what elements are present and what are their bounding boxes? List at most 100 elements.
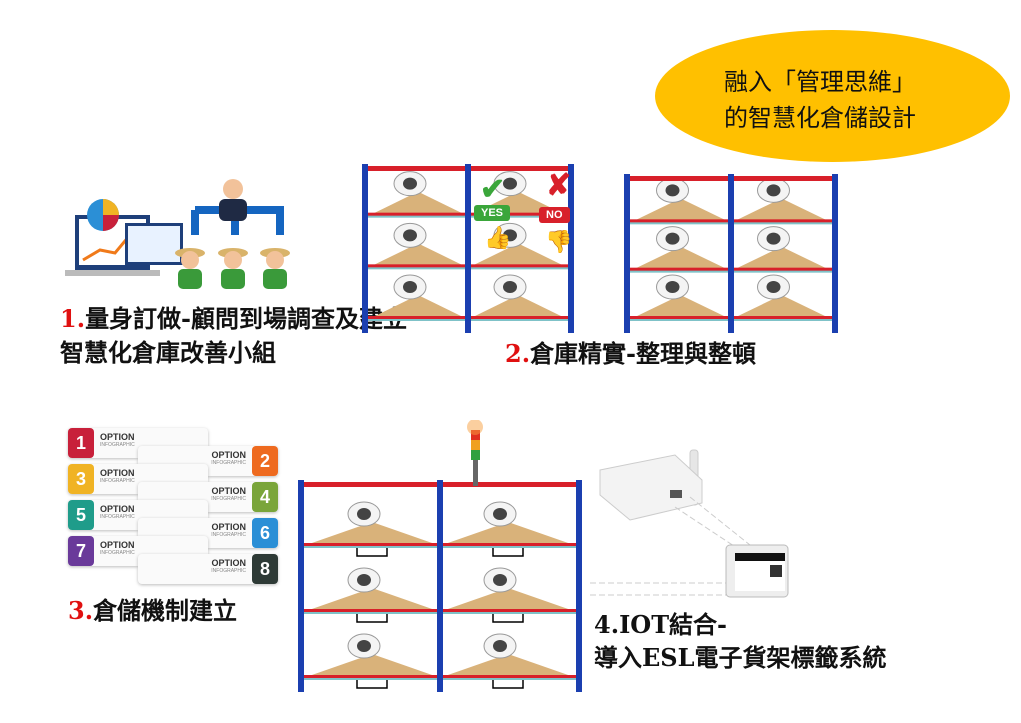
shelf-organized: [624, 174, 838, 333]
step-4-number: 4.: [594, 610, 620, 639]
option-number: 5: [68, 500, 94, 530]
pipe-hole: [493, 508, 507, 520]
pipe-hole: [503, 177, 517, 190]
option-number: 2: [252, 446, 278, 476]
shelf-post: [298, 480, 304, 692]
option-number: 4: [252, 482, 278, 512]
step-3-title: 倉儲機制建立: [93, 596, 238, 625]
sand-pile: [373, 191, 463, 214]
shelf-post: [624, 174, 630, 333]
callout-ellipse: [655, 30, 1010, 162]
pipe-hole: [403, 281, 417, 293]
shelf-post: [362, 164, 368, 333]
step-2-title: 倉庫精實-整理與整頓: [530, 339, 757, 368]
pipe-hole: [357, 508, 371, 520]
signal-tower-light-icon: [467, 420, 483, 486]
callout-line-2: 的智慧化倉儲設計: [724, 104, 916, 132]
thumbs-down-icon: 👎: [545, 230, 573, 255]
cross-icon: ✘: [546, 168, 572, 203]
sand-pile: [635, 295, 726, 317]
callout-line-1: 融入「管理思維」: [724, 68, 916, 96]
option-number: 3: [68, 464, 94, 494]
yes-badge: YES: [474, 205, 511, 221]
manager-avatar: [219, 179, 247, 221]
check-icon: ✔: [480, 172, 506, 207]
shelf-post: [437, 480, 443, 692]
sand-pile: [473, 243, 563, 266]
consultant-team-illustration: [65, 179, 290, 289]
step-2-caption: 2.倉庫精實-整理與整頓: [505, 337, 756, 371]
shelf-post: [568, 164, 574, 333]
esl-tag-device: [725, 544, 789, 598]
no-badge: NO: [539, 207, 570, 223]
pipe-hole: [357, 574, 371, 586]
sand-pile: [373, 243, 463, 266]
step-4-caption: 4.IOT結合- 導入ESL電子貨架標籤系統: [594, 608, 887, 674]
pie-chart-icon: [87, 199, 119, 231]
pipe-hole: [503, 229, 517, 242]
step-4-subtitle: 導入ESL電子貨架標籤系統: [594, 643, 887, 672]
option-number: 8: [252, 554, 278, 584]
option-number: 6: [252, 518, 278, 548]
sand-pile: [309, 588, 435, 610]
sand-pile: [445, 588, 571, 610]
pipe-hole: [766, 281, 781, 293]
shelf-post: [465, 164, 471, 333]
sand-pile: [736, 295, 827, 317]
step-2-number: 2.: [505, 339, 531, 368]
shelf-messy: [362, 164, 574, 333]
shelf-post: [576, 480, 582, 692]
callout-text: 融入「管理思維」 的智慧化倉儲設計: [724, 64, 916, 136]
sand-pile: [736, 246, 827, 269]
pipe-hole: [493, 574, 507, 586]
step-1-title: 量身訂做-顧問到場調查及建立: [85, 304, 408, 333]
sand-pile: [736, 198, 827, 221]
esl-gateway-illustration: [590, 449, 789, 598]
step-1-number: 1.: [60, 304, 86, 333]
pipe-hole: [766, 184, 781, 197]
step-3-caption: 3.倉儲機制建立: [68, 594, 237, 628]
option-number: 1: [68, 428, 94, 458]
thumbs-up-icon: 👍: [484, 226, 512, 251]
worker-avatars: [175, 248, 290, 289]
pipe-hole: [665, 232, 680, 245]
shelf-post: [832, 174, 838, 333]
sand-pile: [635, 246, 726, 269]
pipe-hole: [493, 640, 507, 652]
pipe-hole: [357, 640, 371, 652]
pipe-hole: [665, 184, 680, 197]
sand-pile: [445, 654, 571, 676]
step-1-caption: 1.量身訂做-顧問到場調查及建立 智慧化倉庫改善小組: [60, 302, 407, 370]
sand-pile: [445, 522, 571, 544]
gateway-device: [599, 454, 703, 521]
shelf-labeled: [298, 480, 582, 692]
step-1-subtitle: 智慧化倉庫改善小組: [60, 338, 276, 367]
option-number: 7: [68, 536, 94, 566]
sand-pile: [309, 522, 435, 544]
monitor-icon: [125, 223, 183, 265]
sand-pile: [309, 654, 435, 676]
pipe-hole: [403, 229, 417, 242]
pipe-hole: [403, 177, 417, 190]
shelf-post: [728, 174, 734, 333]
pipe-hole: [766, 232, 781, 245]
sand-pile: [373, 295, 463, 317]
pipe-hole: [665, 281, 680, 293]
sand-pile: [473, 295, 563, 317]
step-3-number: 3.: [68, 596, 94, 625]
step-4-title: IOT結合-: [619, 610, 728, 639]
sand-pile: [635, 198, 726, 221]
pipe-hole: [503, 281, 517, 293]
